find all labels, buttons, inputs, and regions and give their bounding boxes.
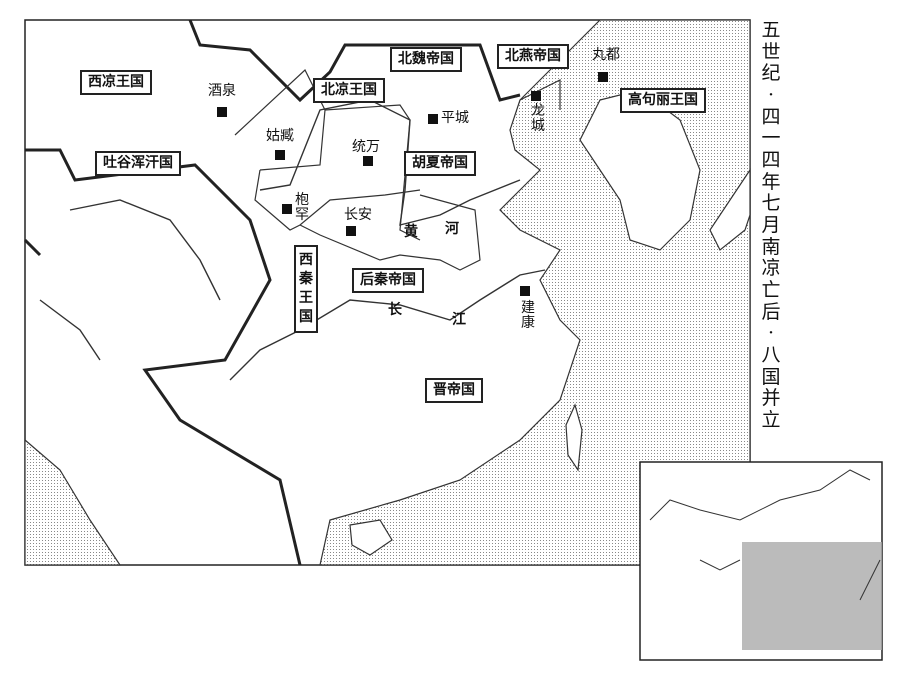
city-marker: [282, 204, 292, 214]
label-huxia: 胡夏帝国: [404, 151, 476, 177]
city-changan: 长安: [344, 207, 372, 223]
label-beiwei: 北魏帝国: [390, 47, 462, 73]
city-tongwan: 统万: [352, 139, 380, 155]
city-marker: [520, 286, 530, 296]
yangtze-river: [229, 269, 546, 381]
label-xiliang: 西凉王国: [80, 70, 152, 96]
label-jin: 晋帝国: [425, 378, 483, 404]
inset-highlight: [742, 542, 882, 650]
city-jiankang: 建康: [521, 300, 535, 332]
taiwan: [565, 403, 583, 472]
inset-map: [639, 461, 883, 661]
label-beiliang: 北凉王国: [313, 78, 385, 104]
map-title: 五世纪·四一四年七月 南凉亡后·八国并立: [761, 19, 781, 431]
label-xiqin: 西秦王国: [294, 245, 318, 333]
city-marker: [598, 72, 608, 82]
city-pingcheng: 平城: [441, 110, 469, 126]
city-marker: [217, 107, 227, 117]
city-marker: [428, 114, 438, 124]
city-wandu: 丸都: [592, 47, 620, 63]
river-label-he: 河: [445, 221, 459, 237]
west-river: [69, 199, 221, 301]
river-south: [39, 299, 101, 361]
label-gaogouli: 高句丽王国: [620, 88, 706, 114]
city-marker: [346, 226, 356, 236]
city-marker: [531, 91, 541, 101]
river-label-jiang: 江: [452, 312, 466, 328]
hainan: [349, 519, 393, 556]
city-jiuquan: 酒泉: [208, 83, 236, 99]
japan: [709, 168, 751, 251]
city-marker: [363, 156, 373, 166]
borders: [23, 19, 521, 566]
city-longcheng: 龙城: [531, 103, 545, 135]
city-marker: [275, 150, 285, 160]
city-baohan: 枹罕: [295, 192, 309, 224]
label-tuyuhun: 吐谷浑汗国: [95, 151, 181, 177]
bay-of-bengal: [24, 438, 122, 566]
label-houqin: 后秦帝国: [352, 268, 424, 294]
river-label-chang: 长: [388, 302, 402, 318]
city-guzang: 姑臧: [266, 128, 294, 144]
label-beiyan: 北燕帝国: [497, 44, 569, 70]
river-label-huang: 黄: [404, 224, 418, 240]
